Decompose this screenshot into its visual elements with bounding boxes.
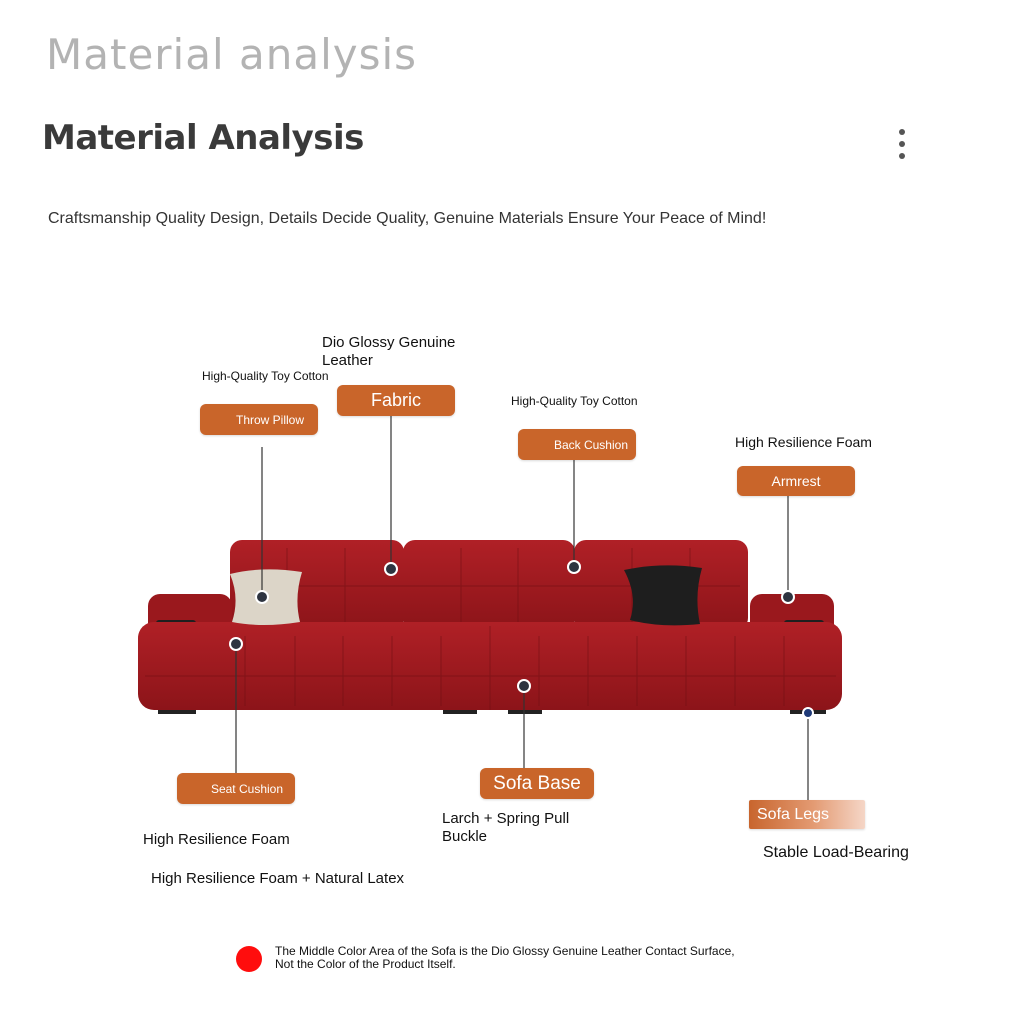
more-options-icon[interactable]: [890, 126, 914, 162]
leader-lines: [235, 412, 809, 801]
back-cushion-material: High-Quality Toy Cotton: [511, 394, 638, 408]
card-subtitle: Craftsmanship Quality Design, Details De…: [48, 210, 767, 227]
seat-cushion-material-1: High Resilience Foam: [143, 831, 290, 848]
markers: [229, 560, 814, 719]
seat-cushion-tag: Seat Cushion: [177, 773, 295, 804]
throw-pillow-tag: Throw Pillow: [200, 404, 318, 435]
back-cushion-tag: Back Cushion: [518, 429, 636, 460]
armrest-material: High Resilience Foam: [735, 434, 872, 450]
sofa-legs-tag: Sofa Legs: [749, 800, 865, 829]
sofa-base-material: Larch + Spring Pull Buckle: [442, 810, 570, 845]
color-swatch: [236, 946, 262, 972]
back-cushion-middle: [403, 540, 575, 630]
fabric-material: Dio Glossy Genuine Leather: [322, 334, 456, 369]
fabric-tag: Fabric: [337, 385, 455, 416]
card-title: Material Analysis: [42, 118, 364, 158]
footnote: The Middle Color Area of the Sofa is the…: [275, 945, 795, 971]
footnote-line: Not the Color of the Product Itself.: [275, 957, 456, 971]
menu-dot: [899, 129, 905, 135]
throw-pillow-material: High-Quality Toy Cotton: [202, 369, 329, 383]
menu-dot: [899, 153, 905, 159]
armrest-tag: Armrest: [737, 466, 855, 496]
throw-pillow-black: [624, 565, 702, 626]
seat-cushion-material-2: High Resilience Foam + Natural Latex: [151, 870, 405, 887]
sofa-base-tag: Sofa Base: [480, 768, 594, 799]
page-heading: Material analysis: [46, 30, 418, 79]
sofa-legs-material: Stable Load-Bearing: [763, 844, 909, 861]
menu-dot: [899, 141, 905, 147]
footnote-line: The Middle Color Area of the Sofa is the…: [275, 944, 735, 958]
